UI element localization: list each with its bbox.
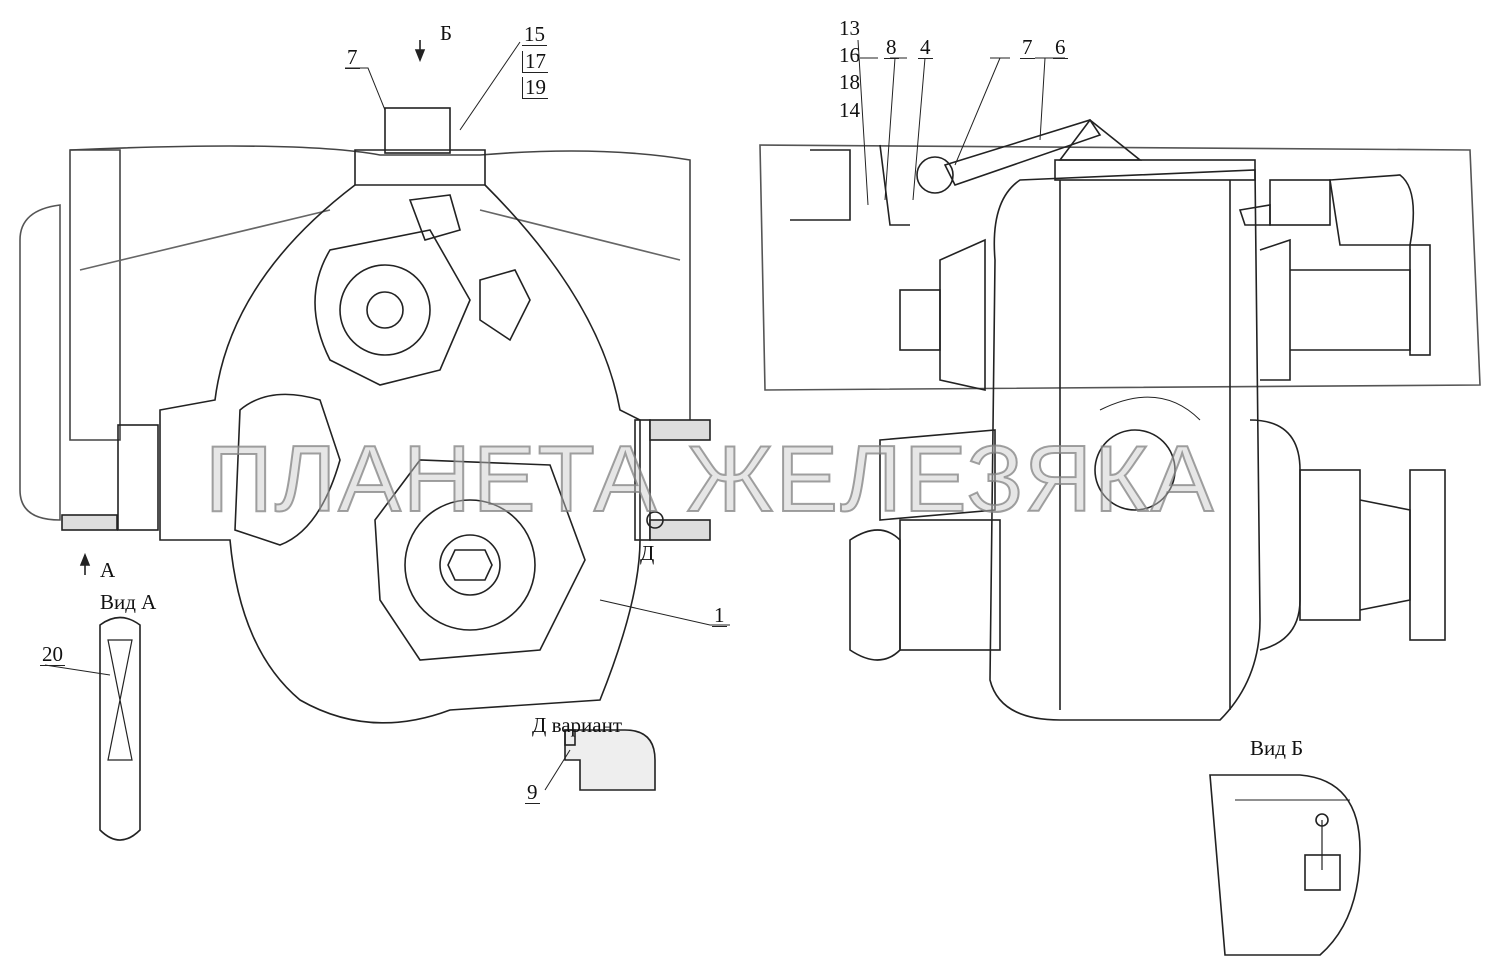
callout-9: 9 [525,780,540,804]
callout-16: 16 [839,43,860,67]
callout-8: 8 [884,35,899,59]
view-a-title: Вид А [100,590,157,614]
callout-4: 4 [918,35,933,59]
arrow-a-label: А [100,558,116,582]
view-a-drawing [44,616,141,841]
callout-d: Д [640,541,655,565]
variant-d-title: Д вариант [532,713,623,737]
variant-d-drawing [544,729,656,791]
callout-14: 14 [839,98,860,122]
left-gearbox-front-view [19,40,730,724]
right-gearbox-side-view [759,39,1481,721]
view-b-drawing [1209,774,1361,956]
callout-20: 20 [40,642,65,666]
view-b-title: Вид Б [1250,736,1304,760]
arrow-b-label: Б [440,21,453,45]
callout-7-right: 7 [1020,35,1035,59]
callout-18: 18 [839,70,860,94]
callout-17: 17 [522,51,548,73]
callout-7-left: 7 [345,45,360,69]
callout-19: 19 [522,77,548,99]
callout-6: 6 [1053,35,1068,59]
callout-1: 1 [712,603,727,627]
watermark: ПЛАНЕТА ЖЕЛЕЗЯКА [204,425,1216,532]
callout-13: 13 [839,16,860,40]
callout-15: 15 [522,22,547,46]
